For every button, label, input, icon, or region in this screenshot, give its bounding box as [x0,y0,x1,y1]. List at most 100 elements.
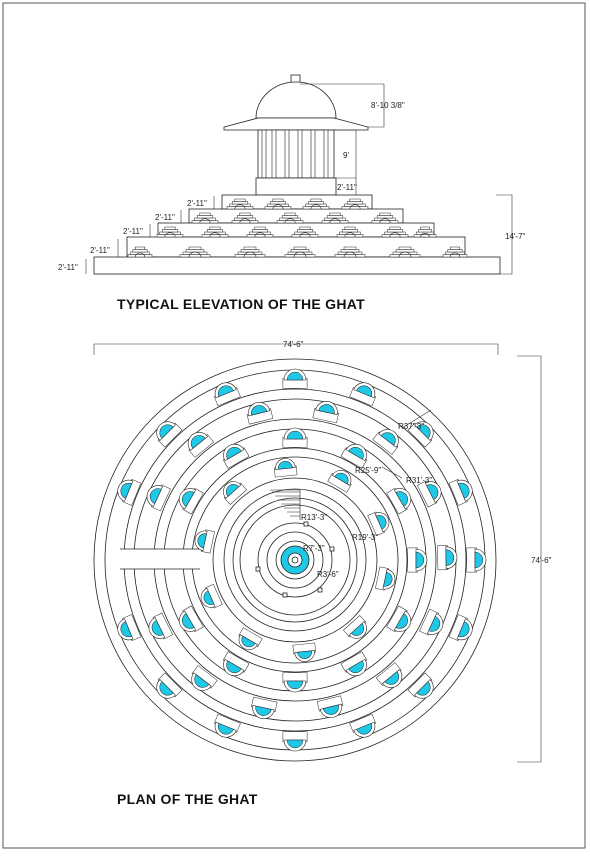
elevation-dimension-lines [85,83,513,275]
ghat-bay [340,443,368,469]
ghat-bay [466,547,487,573]
step-band [287,251,313,255]
step-band [284,254,316,258]
step-motif [201,226,229,238]
sheet-border [2,2,586,849]
step-motif [381,226,409,238]
ghat-bay [194,529,215,554]
pavilion-column [297,129,303,179]
step-motif [284,246,316,258]
step-motif [246,226,274,238]
step-motif [413,226,437,238]
ghat-bay [187,432,215,458]
ghat-bay [367,511,390,537]
ghat-bay [343,615,367,639]
bay-water [203,590,215,605]
r31-label: R31'-3" [406,476,432,485]
step-band [413,234,437,238]
ghat-bay [292,642,316,662]
step-motif [336,226,364,238]
bay-water [159,424,174,439]
step-band [239,212,251,216]
bay-water [356,722,373,735]
step-band [134,246,146,250]
step-band [343,246,357,250]
elevation-title: TYPICAL ELEVATION OF THE GHAT [117,296,365,312]
step-band [349,198,361,202]
step-arch [239,218,251,224]
step-band [386,229,404,233]
ring-r7 [257,522,333,598]
step-arch [164,232,176,238]
step-band [449,246,461,250]
width-dim-line [93,343,499,355]
step-motif [341,198,369,210]
r13-label: R13'-3" [301,513,327,522]
step-band [329,212,341,216]
step-arch [329,218,341,224]
ghat-bay [340,651,368,677]
step-band [269,201,287,205]
step-band [234,217,256,221]
step-band [132,249,148,253]
bay-water [415,551,425,569]
step-band [179,254,211,258]
marker-1 [303,521,309,527]
ghat-bay [282,731,308,752]
step-band [156,234,184,238]
step-band [254,226,266,230]
bay-water [226,660,242,673]
step-band [182,251,208,255]
step-motif [191,212,219,224]
central-pool-rim [287,552,303,568]
step-band [284,212,296,216]
step-band [447,249,463,253]
step-band [246,234,274,238]
tier-step-details [127,198,468,258]
bay-water [149,488,162,505]
elevation-dimension-labels: 8'-10 3/8" 9' 2'-11" 14'-7" 2'-11" 2'-11… [58,101,526,272]
step-band [290,249,310,253]
step-motif [321,212,349,224]
step-band [324,217,346,221]
step-band [392,251,418,255]
step-band [206,229,224,233]
bay-water [445,549,455,566]
bay-water [226,484,240,497]
step-band [164,226,176,230]
r7-label: R7'-3" [303,544,325,553]
ghat-bay [282,427,308,448]
bay-water [334,472,349,485]
step-arch [254,232,266,238]
step-band [344,226,356,230]
bay-water [286,371,304,381]
step-arch [243,251,257,258]
ring-r13-b [239,504,351,616]
step-band [321,220,349,224]
ghat-bay [327,470,352,493]
bay-water [182,613,195,629]
step-band [272,198,284,202]
bay-water [318,404,335,415]
step-arch [134,252,146,258]
step-arch [389,232,401,238]
step-band [276,220,304,224]
ghat-bay [146,484,171,512]
overall-dim-label: 14'-7" [505,232,526,241]
bay-water [322,704,339,715]
step-band [302,206,330,210]
step-band [299,226,311,230]
r31-leader [381,466,403,479]
bay-water [217,385,234,398]
step-motif [389,246,421,258]
step-band [341,206,369,210]
stair-outline [270,489,301,520]
pavilion-eave [223,117,369,131]
ghat-bay [117,614,142,642]
step-band [188,246,202,250]
ring-outer [93,358,497,762]
ghat-bay [246,402,274,425]
step-motif [276,212,304,224]
step-band [264,206,292,210]
